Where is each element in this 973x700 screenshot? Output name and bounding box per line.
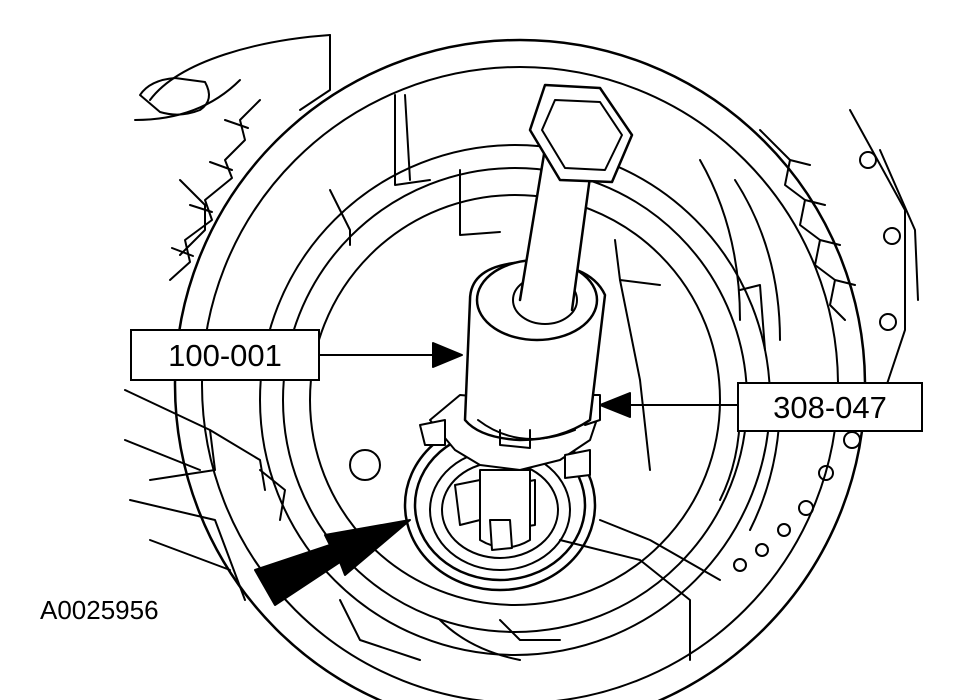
callout-slide-hammer: 100-001	[130, 329, 320, 381]
direction-arrow-icon	[254, 519, 411, 606]
slide-hammer-tool	[463, 83, 634, 449]
callout-seal-remover: 308-047	[737, 382, 923, 432]
callout-leaders	[319, 342, 738, 418]
figure-id: A0025956	[40, 595, 159, 625]
